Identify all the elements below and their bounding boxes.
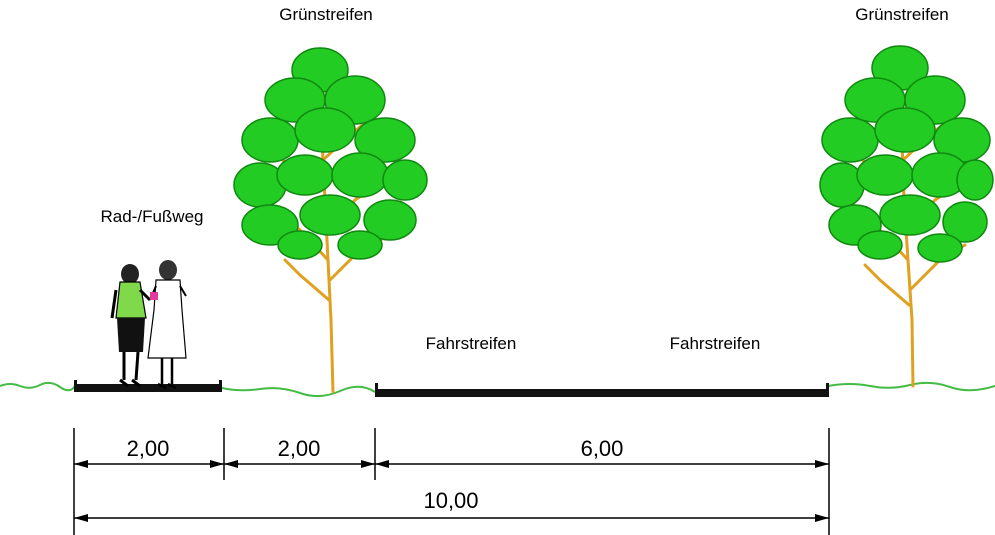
dim-gruenstreifen: 2,00	[278, 436, 321, 461]
tree-left-icon	[233, 47, 428, 394]
fahrbahn-surface	[375, 383, 829, 397]
pedestrians-icon	[110, 260, 187, 390]
dim-total: 10,00	[423, 488, 478, 513]
label-fahrstreifen-2: Fahrstreifen	[670, 334, 761, 353]
dim-fahrbahn: 6,00	[581, 436, 624, 461]
radweg-surface	[74, 380, 222, 392]
tree-right-icon	[819, 45, 994, 388]
label-gruenstreifen-left: Grünstreifen	[279, 5, 373, 24]
label-fahrstreifen-1: Fahrstreifen	[426, 334, 517, 353]
dimension-lines	[73, 428, 830, 535]
dim-radweg: 2,00	[127, 436, 170, 461]
label-gruenstreifen-right: Grünstreifen	[855, 5, 949, 24]
label-radweg: Rad-/Fußweg	[101, 207, 204, 226]
grass-line	[0, 381, 995, 397]
